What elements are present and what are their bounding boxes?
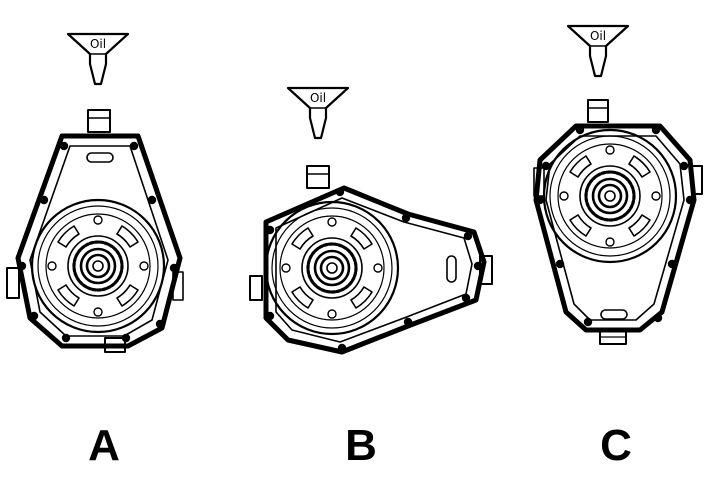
gearbox-option-b: Oil [249,86,493,355]
oil-label-a: Oil [90,37,106,51]
option-label-c: C [600,421,632,470]
gearbox-option-c: Oil [533,24,703,345]
option-label-b: B [345,421,377,470]
gearbox-option-a: Oil [6,32,184,353]
option-label-a: A [88,421,120,470]
oil-label-c: Oil [590,29,606,43]
oil-label-b: Oil [310,91,326,105]
